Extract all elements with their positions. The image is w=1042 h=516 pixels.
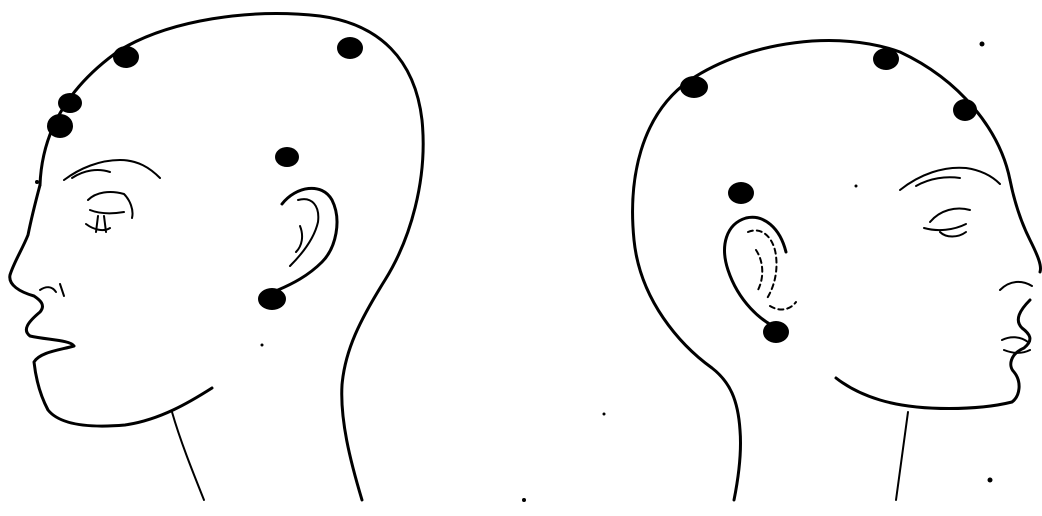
left-ear-inner bbox=[290, 199, 318, 266]
electrode bbox=[47, 114, 73, 138]
left-neck-front bbox=[172, 412, 204, 500]
left-face-profile bbox=[10, 185, 212, 426]
left-ear bbox=[278, 188, 337, 290]
electrode bbox=[953, 99, 977, 121]
left-side-view bbox=[10, 14, 423, 500]
electrode bbox=[763, 321, 789, 343]
right-ear-inner bbox=[748, 230, 796, 309]
electrode bbox=[680, 76, 708, 98]
electrode bbox=[873, 48, 899, 70]
right-eyebrow bbox=[900, 168, 1000, 190]
electrode bbox=[58, 93, 82, 113]
left-eye bbox=[86, 192, 133, 232]
electrode bbox=[258, 288, 286, 310]
right-eye bbox=[924, 209, 970, 237]
electrode bbox=[113, 46, 139, 68]
left-nostril bbox=[40, 287, 56, 292]
electrode bbox=[728, 182, 754, 204]
right-neck-front bbox=[896, 412, 908, 500]
right-side-view bbox=[633, 41, 1041, 500]
left-eyebrow bbox=[64, 160, 160, 180]
right-nostril bbox=[1000, 282, 1032, 290]
electrode bbox=[337, 37, 363, 59]
electrode bbox=[275, 147, 299, 167]
right-ear bbox=[725, 217, 786, 330]
